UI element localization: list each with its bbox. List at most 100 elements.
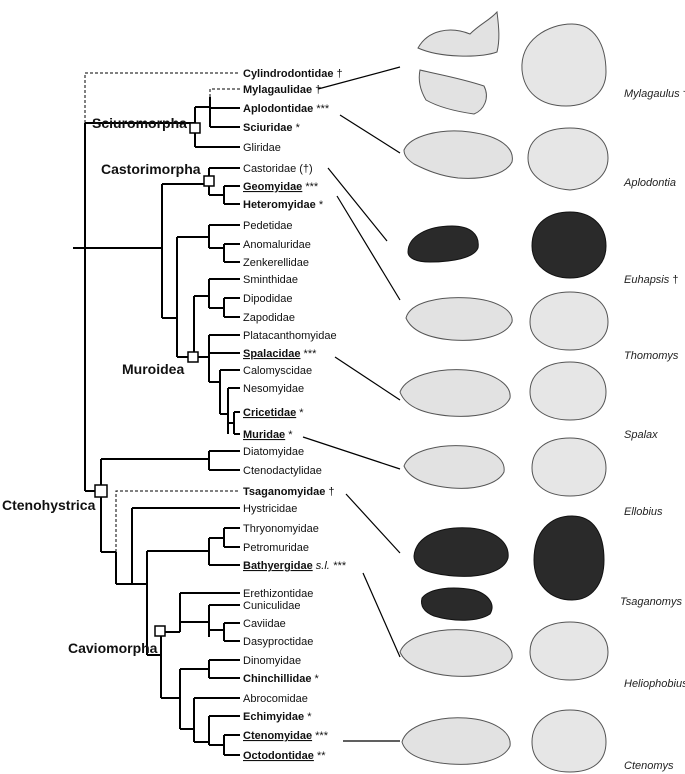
taxon-name: Tsaganomyidae [243, 486, 325, 498]
taxon-name: Cricetidae [243, 407, 296, 419]
taxon-label: Hystricidae [243, 503, 297, 515]
clade-labels: Sciuromorpha Castorimorpha Muroidea Cten… [2, 115, 201, 656]
taxon-suffix: *** [300, 348, 317, 360]
taxon-label: Zenkerellidae [243, 257, 309, 269]
taxon-label: Caviidae [243, 618, 286, 630]
taxon-label: Cricetidae * [243, 407, 304, 419]
sciuromorpha-node [189, 122, 201, 134]
genus-label: Aplodontia [623, 177, 676, 189]
taxon-label: Tsaganomyidae † [243, 486, 335, 498]
connector-geomyidae [336, 195, 401, 301]
taxon-label: Spalacidae *** [243, 348, 317, 360]
taxon-label: Calomyscidae [243, 365, 312, 377]
skull-mylagaulus [417, 10, 607, 115]
taxon-label: Cuniculidae [243, 600, 300, 612]
taxon-label: Thryonomyidae [243, 523, 319, 535]
skull-thomomys [405, 291, 609, 351]
skull-euhapsis [407, 211, 607, 279]
taxon-label: Nesomyidae [243, 383, 304, 395]
taxon-label: Sciuridae * [243, 122, 301, 134]
taxon-suffix: (†) [296, 163, 313, 175]
skull-tsaganomys [413, 515, 605, 621]
taxon-label: Anomaluridae [243, 239, 311, 251]
taxon-name: Bathyergidae [243, 560, 313, 572]
taxon-label: Bathyergidae s.l. *** [243, 560, 346, 572]
taxon-name: Diatomyidae [243, 446, 304, 458]
taxon-suffix: *** [312, 730, 329, 742]
taxon-name: Caviidae [243, 618, 286, 630]
taxon-name: Platacanthomyidae [243, 330, 337, 342]
genus-label: Thomomys [624, 350, 679, 362]
taxon-name: Heteromyidae [243, 199, 316, 211]
skull-ctenomys [401, 709, 607, 773]
taxon-name: Ctenomyidae [243, 730, 312, 742]
taxon-label: Dinomyidae [243, 655, 301, 667]
caviomorpha-node [154, 625, 166, 637]
connector-bathyergidae [362, 572, 401, 658]
taxon-name: Spalacidae [243, 348, 300, 360]
taxon-suffix: * [304, 711, 312, 723]
taxon-suffix: * [316, 199, 324, 211]
taxon-name: Zapodidae [243, 312, 295, 324]
taxon-name: Dipodidae [243, 293, 293, 305]
connector-aplodontidae [339, 114, 401, 154]
clade-caviomorpha: Caviomorpha [68, 640, 158, 656]
taxon-suffix: s.l. *** [313, 560, 347, 572]
taxon-label: Mylagaulidae † [243, 84, 321, 96]
taxon-name: Cylindrodontidae [243, 68, 333, 80]
taxon-label: Muridae * [243, 429, 293, 441]
taxon-name: Octodontidae [243, 750, 314, 762]
taxon-name: Calomyscidae [243, 365, 312, 377]
taxon-label: Heteromyidae * [243, 199, 324, 211]
taxon-suffix: * [293, 122, 301, 134]
taxon-name: Muridae [243, 429, 285, 441]
taxon-name: Thryonomyidae [243, 523, 319, 535]
taxon-label: Zapodidae [243, 312, 295, 324]
taxon-label: Geomyidae *** [243, 181, 319, 193]
taxon-labels: Cylindrodontidae †Mylagaulidae † Aplodont… [243, 68, 346, 762]
taxon-label: Aplodontidae *** [243, 103, 330, 115]
taxon-suffix: *** [313, 103, 330, 115]
taxon-label: Diatomyidae [243, 446, 304, 458]
taxon-name: Sminthidae [243, 274, 298, 286]
taxon-name: Chinchillidae [243, 673, 311, 685]
genus-label: Euhapsis † [624, 274, 678, 286]
connector-castoridae [327, 167, 388, 242]
taxon-name: Abrocomidae [243, 693, 308, 705]
clade-sciuromorpha: Sciuromorpha [92, 115, 187, 131]
taxon-name: Nesomyidae [243, 383, 304, 395]
taxon-suffix: ** [314, 750, 326, 762]
taxon-name: Erethizontidae [243, 588, 313, 600]
taxon-name: Zenkerellidae [243, 257, 309, 269]
genus-label: Spalax [624, 429, 658, 441]
taxon-name: Geomyidae [243, 181, 302, 193]
taxon-label: Erethizontidae [243, 588, 313, 600]
taxon-label: Chinchillidae * [243, 673, 320, 685]
taxon-suffix: * [311, 673, 319, 685]
taxon-label: Ctenomyidae *** [243, 730, 329, 742]
cylindrodontidae-branch [84, 72, 240, 123]
genus-label: Tsaganomys † [620, 596, 685, 608]
taxon-name: Gliridae [243, 142, 281, 154]
taxon-name: Pedetidae [243, 220, 293, 232]
taxon-name: Anomaluridae [243, 239, 311, 251]
phylogenetic-tree [73, 72, 240, 756]
clade-castorimorpha: Castorimorpha [101, 161, 201, 177]
taxon-suffix: † [312, 84, 321, 96]
connector-mylagaulidae [317, 66, 401, 90]
connector-tsaganomyidae [345, 493, 401, 554]
genus-label: Ellobius [624, 506, 663, 518]
taxon-label: Abrocomidae [243, 693, 308, 705]
taxon-name: Aplodontidae [243, 103, 313, 115]
taxon-name: Cuniculidae [243, 600, 300, 612]
genus-label: Mylagaulus † [624, 88, 685, 100]
taxon-name: Hystricidae [243, 503, 297, 515]
taxon-suffix: * [285, 429, 293, 441]
taxon-name: Dasyproctidae [243, 636, 313, 648]
skull-heliophobius [399, 621, 609, 681]
genus-label: Heliophobius [624, 678, 685, 690]
taxon-suffix: *** [302, 181, 319, 193]
taxon-label: Gliridae [243, 142, 281, 154]
taxon-name: Echimyidae [243, 711, 304, 723]
castorimorpha-node [203, 175, 215, 187]
